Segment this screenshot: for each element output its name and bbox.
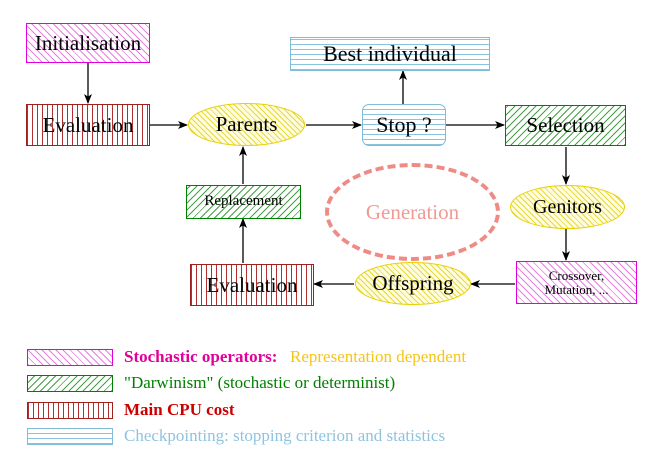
node-best-individual[interactable]: Best individual (290, 37, 490, 71)
node-replacement-label: Replacement (204, 193, 283, 210)
legend-label-representation-dependent: Representation dependent (290, 347, 467, 366)
node-crossover-mutation-label: Crossover, Mutation, ... (544, 267, 609, 297)
legend-swatch-main-cpu-cost (27, 402, 113, 419)
node-evaluation-top[interactable]: Evaluation (26, 104, 150, 146)
node-stop-label: Stop ? (376, 112, 432, 138)
node-selection-label: Selection (526, 113, 605, 138)
node-evaluation-bottom-label: Evaluation (206, 272, 298, 297)
node-initialisation-label: Initialisation (34, 30, 142, 55)
legend-swatch-stochastic-operators (27, 349, 113, 366)
legend-swatch-checkpointing (27, 428, 113, 445)
node-selection[interactable]: Selection (505, 105, 626, 146)
node-offspring[interactable]: Offspring (355, 262, 471, 305)
node-crossover-mutation[interactable]: Crossover, Mutation, ... (516, 261, 637, 304)
node-generation-label: Generation (365, 199, 460, 224)
node-replacement[interactable]: Replacement (186, 185, 301, 219)
legend-swatch-darwinism (27, 375, 113, 392)
legend-label-checkpointing: Checkpointing: stopping criterion and st… (124, 426, 446, 445)
legend-label-darwinism: "Darwinism" (stochastic or determinist) (124, 373, 396, 392)
node-evaluation-bottom[interactable]: Evaluation (190, 264, 314, 306)
node-initialisation[interactable]: Initialisation (26, 23, 150, 63)
node-parents[interactable]: Parents (188, 103, 305, 146)
legend-label-stochastic-operators: Stochastic operators: (124, 347, 278, 366)
legend-label-main-cpu-cost: Main CPU cost (124, 400, 235, 419)
node-best-individual-label: Best individual (323, 41, 457, 67)
node-genitors[interactable]: Genitors (510, 185, 625, 229)
node-evaluation-top-label: Evaluation (42, 112, 134, 137)
node-offspring-label: Offspring (372, 271, 454, 296)
node-parents-label: Parents (215, 112, 278, 137)
node-stop[interactable]: Stop ? (362, 104, 446, 146)
node-generation-group: Generation (325, 163, 500, 261)
node-genitors-label: Genitors (533, 195, 602, 218)
